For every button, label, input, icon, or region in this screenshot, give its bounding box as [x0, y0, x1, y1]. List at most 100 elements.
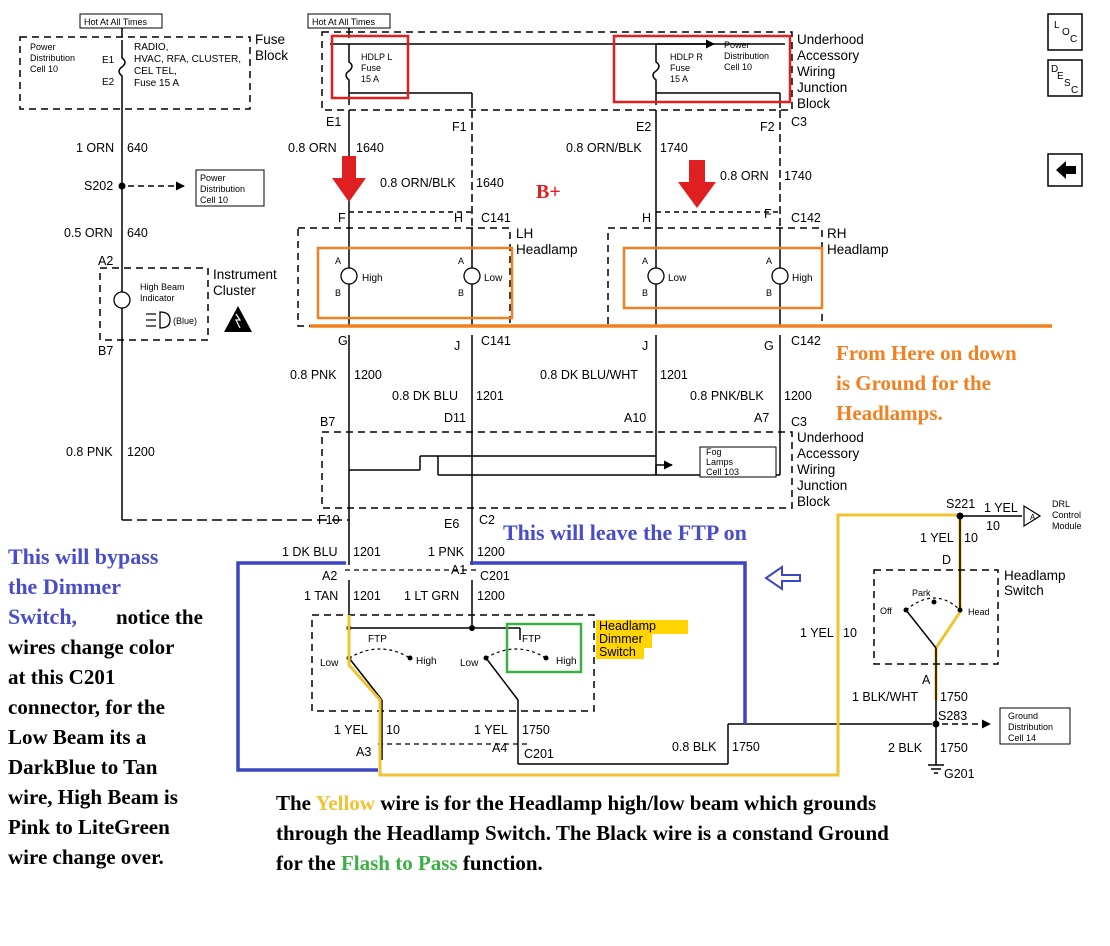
svg-text:Power: Power	[724, 40, 750, 50]
annotation-line: DarkBlue to Tan	[8, 755, 158, 779]
annotation-ground-note: From Here on down is Ground for the Head…	[836, 338, 1017, 428]
annotation-line: From Here on down	[836, 341, 1017, 365]
svg-text:D11: D11	[444, 411, 466, 425]
annotation-ftp-note: This will leave the FTP on	[503, 520, 747, 545]
svg-text:C: C	[1071, 85, 1078, 96]
annotation-line: through the Headlamp Switch. The Black w…	[276, 821, 889, 845]
svg-text:1750: 1750	[522, 723, 550, 737]
svg-text:1640: 1640	[476, 176, 504, 190]
desc-button[interactable]: D E S C	[1047, 59, 1083, 97]
svg-text:10: 10	[964, 531, 978, 545]
svg-text:Fuse: Fuse	[361, 63, 381, 73]
svg-text:0.8 PNK: 0.8 PNK	[290, 368, 337, 382]
svg-text:Distribution: Distribution	[724, 51, 769, 61]
svg-text:Headlamp: Headlamp	[516, 242, 578, 257]
svg-text:B7: B7	[320, 415, 335, 429]
svg-text:B: B	[642, 288, 648, 298]
svg-text:Headlamp: Headlamp	[827, 242, 889, 257]
svg-text:Underhood: Underhood	[797, 430, 864, 445]
svg-text:A4: A4	[492, 741, 507, 755]
green-highlight-ftp	[505, 622, 583, 674]
svg-text:RADIO,: RADIO,	[134, 42, 168, 53]
hot-label-left: Hot At All Times	[79, 13, 163, 29]
svg-text:E1: E1	[326, 115, 341, 129]
loc-button[interactable]: L O C	[1047, 13, 1083, 51]
svg-text:Block: Block	[797, 494, 830, 509]
svg-text:Instrument: Instrument	[213, 267, 277, 282]
annotation-line: Pink to LiteGreen	[8, 815, 170, 839]
svg-text:G201: G201	[944, 767, 975, 781]
svg-text:High: High	[792, 273, 813, 284]
svg-text:Distribution: Distribution	[200, 184, 245, 194]
svg-text:1640: 1640	[356, 141, 384, 155]
svg-text:Wiring: Wiring	[797, 64, 835, 79]
svg-text:Cell 10: Cell 10	[30, 64, 58, 74]
svg-text:Control: Control	[1052, 510, 1081, 520]
annotation-line: The Yellow wire is for the Headlamp high…	[276, 791, 877, 815]
svg-text:H: H	[454, 211, 463, 225]
annotation-line: the Dimmer	[8, 574, 122, 599]
svg-text:A: A	[766, 256, 772, 266]
svg-text:1201: 1201	[660, 368, 688, 382]
annotation-line: Headlamps.	[836, 401, 943, 425]
svg-text:Headlamp: Headlamp	[599, 619, 656, 633]
svg-text:D: D	[1051, 64, 1058, 75]
svg-text:1 PNK: 1 PNK	[428, 545, 465, 559]
svg-text:HDLP R: HDLP R	[670, 52, 703, 62]
svg-text:0.8 BLK: 0.8 BLK	[672, 740, 717, 754]
fuse-block: Power Distribution Cell 10 E1 E2 RADIO, …	[19, 28, 288, 110]
svg-text:Low: Low	[460, 658, 479, 669]
svg-text:1201: 1201	[353, 545, 381, 559]
svg-text:1201: 1201	[353, 589, 381, 603]
svg-text:10: 10	[843, 626, 857, 640]
svg-text:1200: 1200	[127, 445, 155, 459]
svg-text:Hot At All Times: Hot At All Times	[84, 17, 148, 27]
svg-text:Fuse: Fuse	[670, 63, 690, 73]
svg-text:High: High	[416, 656, 437, 667]
svg-text:C3: C3	[791, 415, 807, 429]
svg-text:High Beam: High Beam	[140, 282, 185, 292]
svg-text:O: O	[1062, 27, 1070, 38]
svg-text:HVAC, RFA, CLUSTER,: HVAC, RFA, CLUSTER,	[134, 54, 241, 65]
annotation-line: is Ground for the	[836, 371, 991, 395]
esd-warning-icon	[224, 306, 252, 332]
wire-640: 1 ORN 640 S202 Power Distribution Cell 1…	[64, 109, 265, 255]
svg-text:C141: C141	[481, 211, 511, 225]
svg-text:A: A	[1030, 513, 1036, 522]
svg-text:Distribution: Distribution	[1008, 722, 1053, 732]
svg-text:Head: Head	[968, 607, 990, 617]
svg-text:1 YEL: 1 YEL	[920, 531, 954, 545]
annotation-bypass-switch: Switch,	[8, 604, 78, 629]
svg-text:RH: RH	[827, 226, 847, 241]
svg-text:Low: Low	[668, 273, 687, 284]
svg-text:B: B	[335, 288, 341, 298]
svg-text:Junction: Junction	[797, 80, 847, 95]
svg-text:Switch: Switch	[1004, 583, 1044, 598]
svg-text:1 YEL: 1 YEL	[984, 501, 1018, 515]
svg-text:F: F	[764, 207, 772, 221]
svg-text:Indicator: Indicator	[140, 293, 175, 303]
svg-text:1 DK BLU: 1 DK BLU	[282, 545, 338, 559]
svg-text:F: F	[338, 211, 346, 225]
svg-text:A: A	[642, 256, 648, 266]
svg-text:Cell 103: Cell 103	[706, 467, 739, 477]
svg-text:Block: Block	[255, 48, 288, 63]
svg-text:A7: A7	[754, 411, 769, 425]
svg-text:A2: A2	[98, 254, 113, 268]
svg-text:0.8 PNK: 0.8 PNK	[66, 445, 113, 459]
svg-text:1 YEL: 1 YEL	[334, 723, 368, 737]
svg-text:Block: Block	[797, 96, 830, 111]
svg-text:A: A	[458, 256, 464, 266]
svg-text:Off: Off	[880, 606, 892, 616]
svg-text:A3: A3	[356, 745, 371, 759]
svg-text:Power: Power	[30, 42, 56, 52]
svg-text:1 ORN: 1 ORN	[76, 141, 114, 155]
back-button[interactable]	[1047, 153, 1083, 187]
svg-text:1 BLK/WHT: 1 BLK/WHT	[852, 690, 918, 704]
orange-highlight-lh	[316, 246, 514, 320]
svg-text:1200: 1200	[477, 545, 505, 559]
svg-text:Module: Module	[1052, 521, 1082, 531]
svg-text:Cluster: Cluster	[213, 283, 256, 298]
svg-text:High: High	[362, 273, 383, 284]
